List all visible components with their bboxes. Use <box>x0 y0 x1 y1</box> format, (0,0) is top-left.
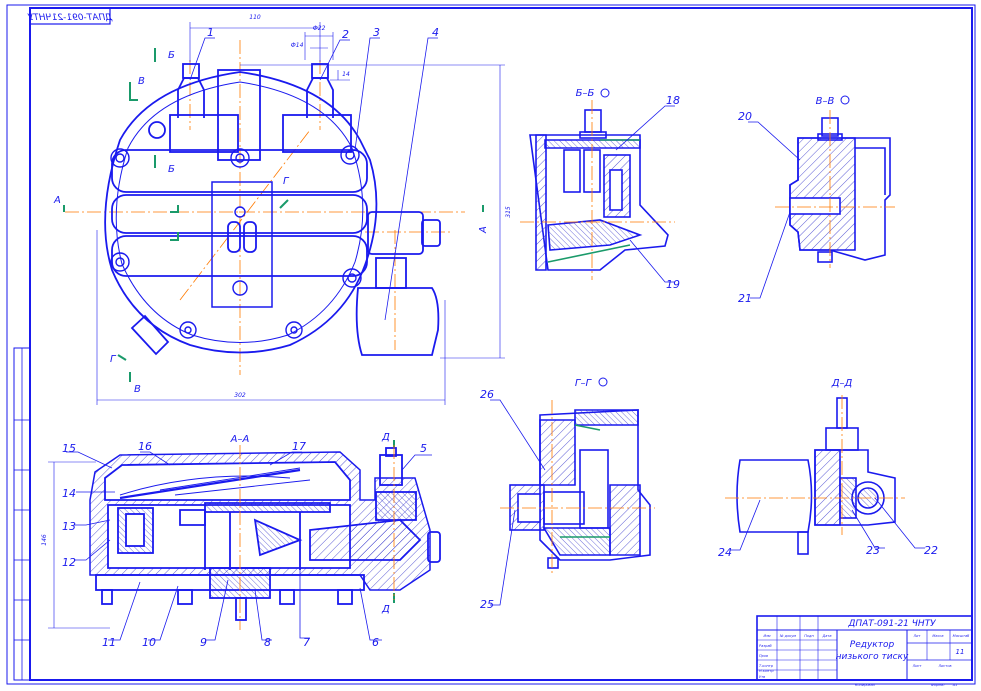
cut-label-b-mid: Б <box>168 164 175 175</box>
tb-razrab: Разраб <box>759 644 772 648</box>
callout-26: 26 <box>480 388 494 401</box>
title-line1: Редуктор <box>850 640 895 650</box>
section-dd-title: Д–Д <box>831 378 853 389</box>
cut-label-d-top: Д <box>381 432 390 443</box>
callout-8: 8 <box>264 636 271 649</box>
tb-izm: Изм <box>763 634 770 638</box>
tb-format: Формат <box>931 683 946 687</box>
designation-mirrored: ДПАТ-091-21ЧНТУ <box>27 13 113 23</box>
callout-13: 13 <box>62 520 76 533</box>
tb-data: Дата <box>821 634 831 638</box>
callout-4: 4 <box>432 26 439 39</box>
callout-3: 3 <box>373 26 380 39</box>
callout-7: 7 <box>303 636 310 649</box>
callout-21: 21 <box>738 292 752 305</box>
dim-110: 110 <box>249 14 261 21</box>
cut-label-b-top: Б <box>168 50 175 61</box>
section-aa <box>89 447 441 621</box>
sheet-frame <box>6 4 976 685</box>
tb-utv: Утв <box>759 675 765 679</box>
cut-label-g-bot: Г <box>110 354 117 365</box>
tb-kopiroval: Копировал <box>855 683 876 687</box>
title-line2: низького тиску <box>836 652 909 662</box>
callout-24: 24 <box>718 546 732 559</box>
tb-a1: А1 <box>952 683 958 687</box>
dim-14: 14 <box>342 71 350 78</box>
callout-11: 11 <box>102 636 116 649</box>
section-dd <box>736 397 896 555</box>
section-bb-symbol <box>600 88 610 98</box>
callout-14: 14 <box>62 487 76 500</box>
section-gg <box>509 409 651 569</box>
section-vv-title: В–В <box>816 96 835 107</box>
callout-23: 23 <box>866 544 880 557</box>
cut-label-a-left: А <box>53 195 61 206</box>
section-bb-title: Б–Б <box>576 88 595 99</box>
tb-nkontr: Н.контр <box>759 669 774 673</box>
tb-tkontr: Т.контр <box>759 664 774 668</box>
callout-9: 9 <box>200 636 207 649</box>
section-aa-title: А–А <box>230 434 250 445</box>
section-vv-symbol <box>840 95 850 105</box>
callout-22: 22 <box>924 544 938 557</box>
callout-12: 12 <box>62 556 76 569</box>
section-gg-title: Г–Г <box>575 378 593 389</box>
cut-label-v-top: В <box>138 76 145 87</box>
cut-label-g-top: Г <box>283 176 290 187</box>
cut-label-v-bot: В <box>134 384 141 395</box>
callout-6: 6 <box>372 636 379 649</box>
callout-2: 2 <box>342 28 349 41</box>
cut-label-a-right: А <box>478 226 489 234</box>
main-view <box>65 40 465 375</box>
tb-lit: Лит <box>913 634 922 638</box>
callout-18: 18 <box>666 94 680 107</box>
dim-146: 146 <box>41 534 48 546</box>
callout-16: 16 <box>138 440 152 453</box>
callout-19: 19 <box>666 278 680 291</box>
title-sheet-count: 11 <box>956 648 965 656</box>
callout-15: 15 <box>62 442 76 455</box>
dim-dia14: Ф14 <box>291 42 304 49</box>
title-block <box>756 615 973 681</box>
title-designation: ДПАТ-091-21 ЧНТУ <box>847 619 936 629</box>
callout-20: 20 <box>738 110 752 123</box>
tb-podp: Подп <box>804 634 814 638</box>
callout-10: 10 <box>142 636 156 649</box>
dim-315: 315 <box>505 206 512 218</box>
tb-masshtab: Масштаб <box>953 634 970 638</box>
section-bb <box>529 109 669 271</box>
tb-dokum: № докум <box>779 634 796 638</box>
section-gg-symbol <box>598 377 608 387</box>
tb-prov: Пров <box>759 654 768 658</box>
callout-1: 1 <box>207 26 214 39</box>
leader-lines <box>66 37 925 641</box>
tb-listov: Листов <box>937 664 951 668</box>
tb-massa: Масса <box>932 634 943 638</box>
callout-5: 5 <box>420 442 427 455</box>
dim-302: 302 <box>234 392 246 399</box>
cut-label-d-bot: Д <box>381 604 390 615</box>
section-vv <box>789 117 891 263</box>
main-dimensions <box>96 22 505 405</box>
dim-dia22: Ф22 <box>313 25 326 32</box>
tb-list: Лист <box>912 664 923 668</box>
callout-25: 25 <box>480 598 494 611</box>
callout-17: 17 <box>292 440 306 453</box>
